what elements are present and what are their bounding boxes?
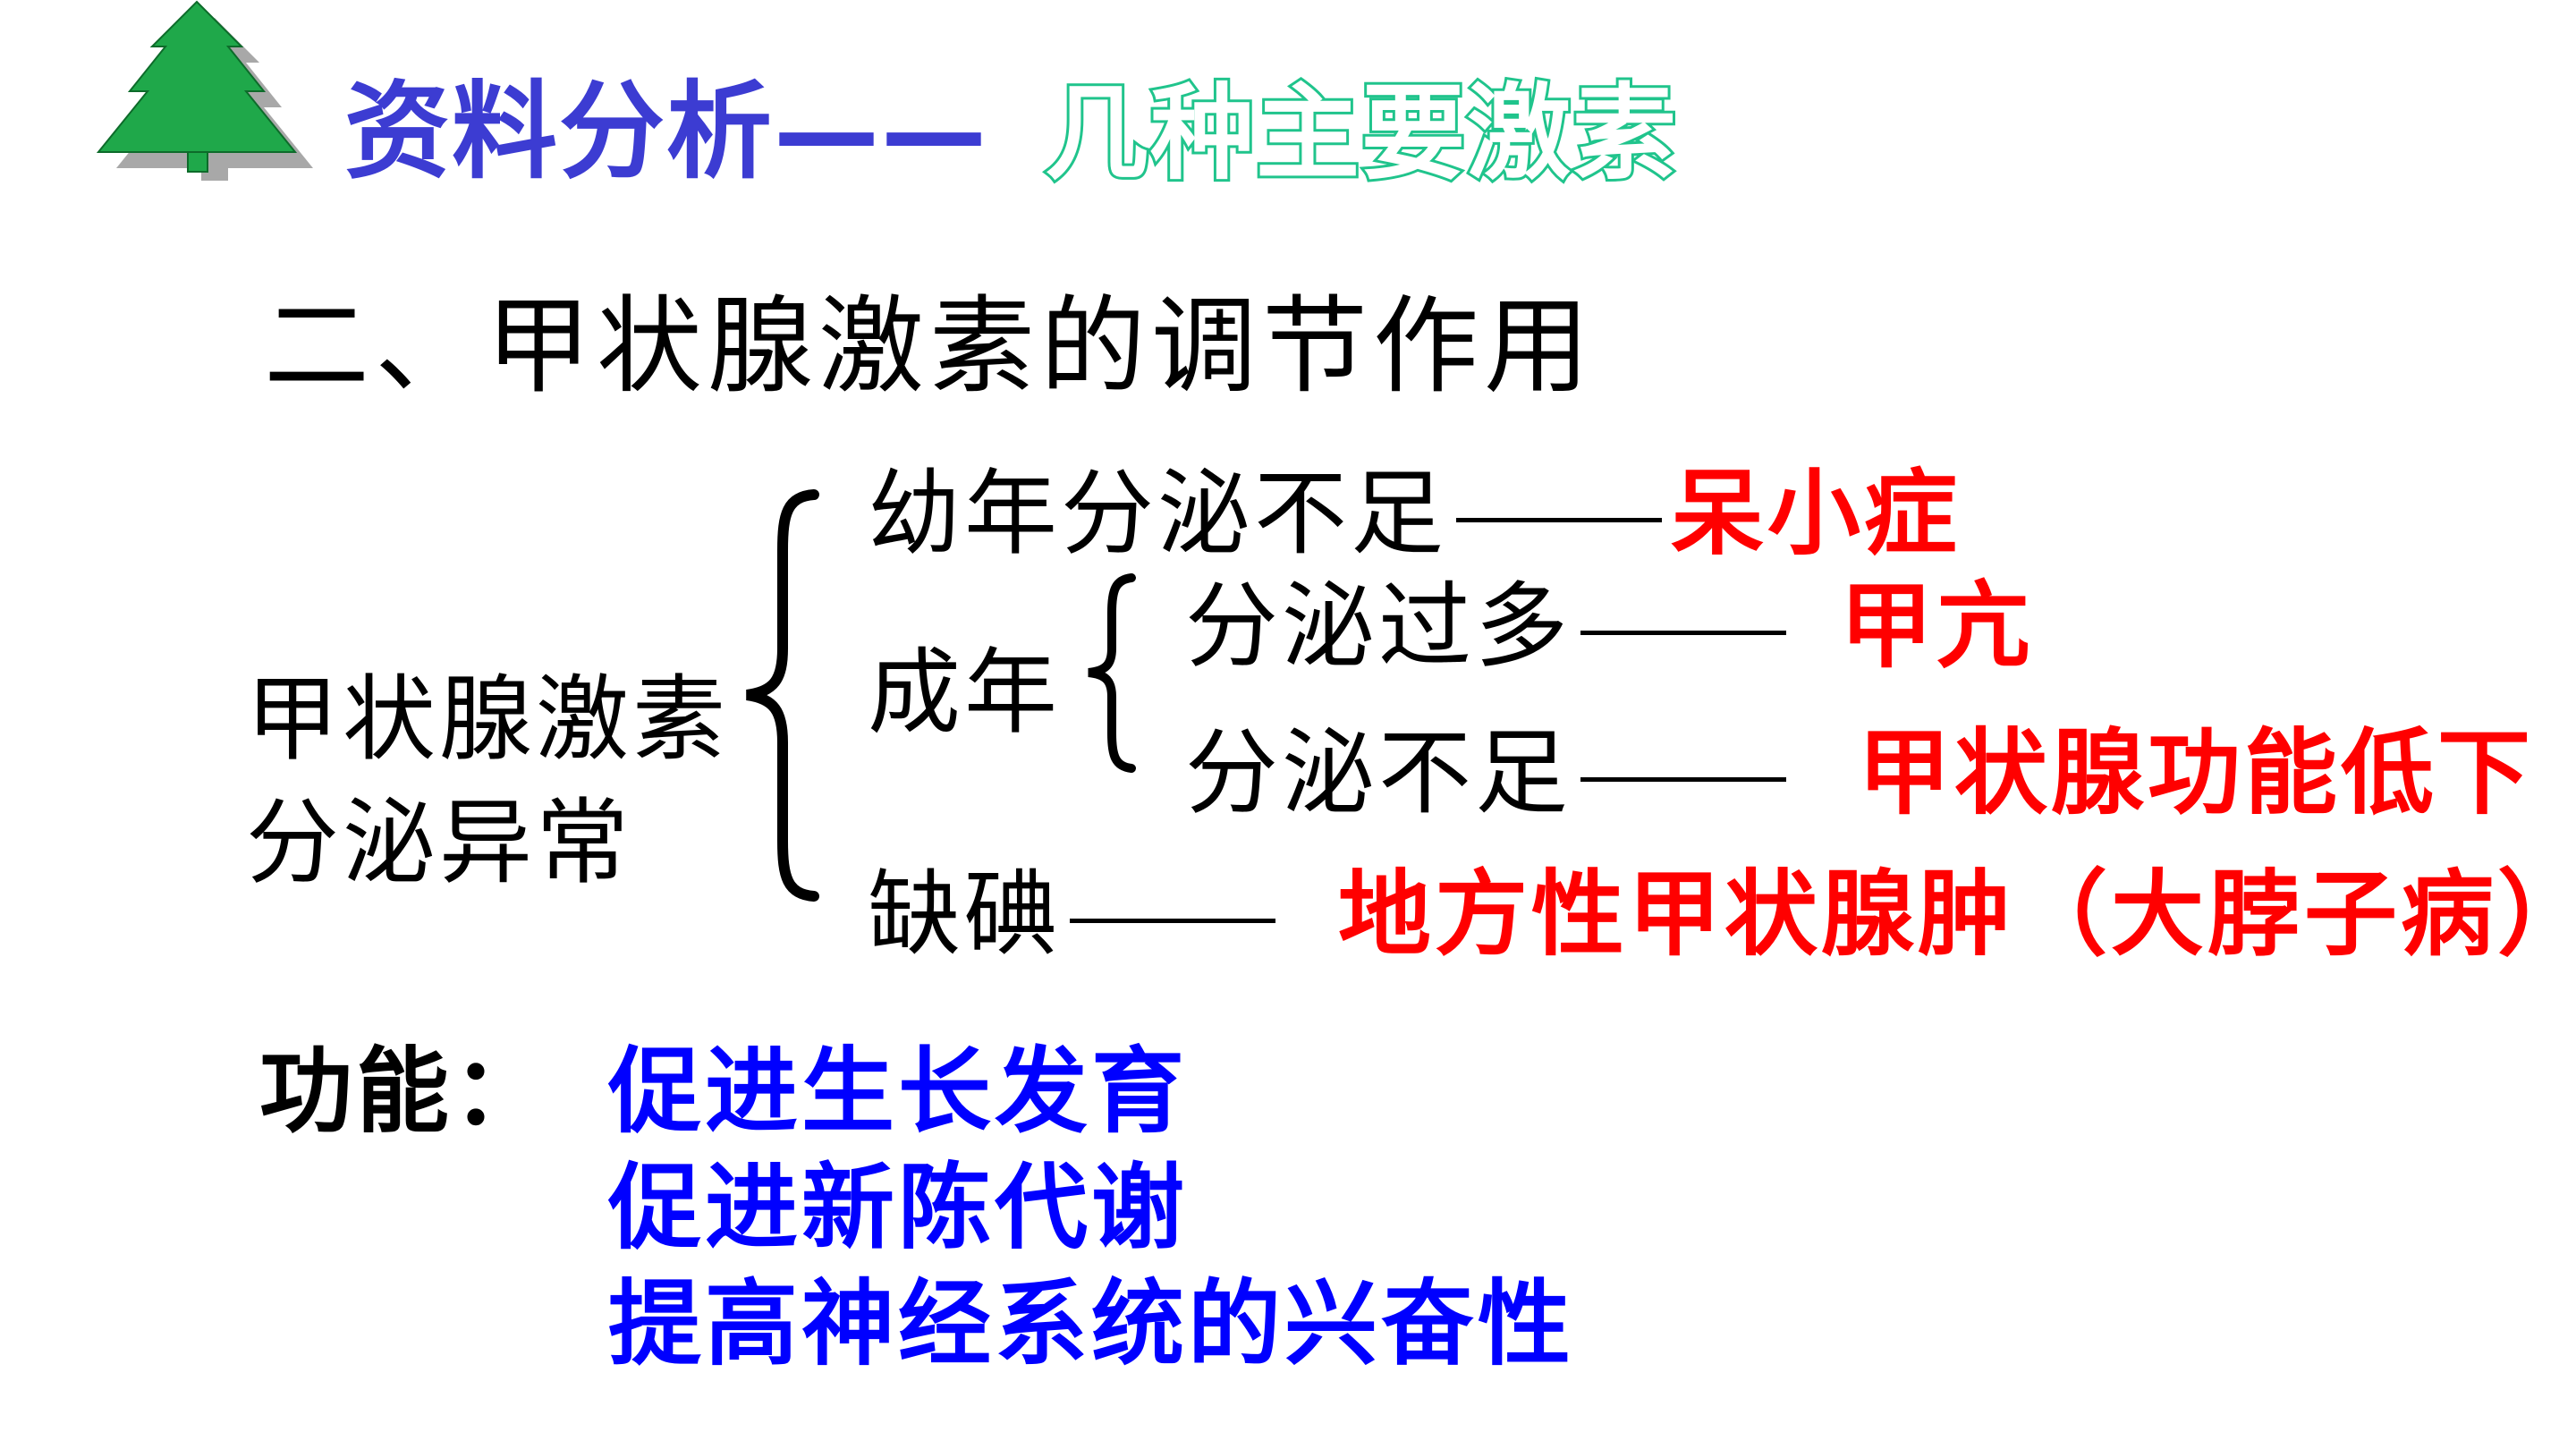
- disease-adult-excess: 甲亢: [1840, 572, 2034, 681]
- root-label-line2: 分泌异常: [246, 788, 633, 897]
- root-label-line1: 甲状腺激素: [246, 665, 730, 774]
- dash-separator: [1456, 518, 1663, 523]
- function-item: 促进生长发育: [608, 1037, 1189, 1146]
- section-title: 二、甲状腺激素的调节作用: [264, 284, 1596, 408]
- disease-child: 呆小症: [1671, 459, 1962, 568]
- disease-iodine: 地方性甲状腺肿（大脖子病）: [1338, 860, 2576, 969]
- function-label: 功能：: [259, 1037, 550, 1146]
- branch-child-row: 幼年分泌不足呆小症: [868, 467, 1961, 560]
- adult-deficit-label: 分泌不足: [1185, 718, 1572, 827]
- pine-tree-icon: [96, 0, 313, 181]
- large-brace-icon: [746, 489, 819, 902]
- function-item: 促进新陈代谢: [608, 1153, 1189, 1262]
- function-item: 提高神经系统的兴奋性: [608, 1269, 1575, 1378]
- adult-excess-label: 分泌过多: [1185, 572, 1572, 681]
- branch-iodine-row: 缺碘地方性甲状腺肿（大脖子病）: [868, 868, 2576, 961]
- disease-adult-deficit: 甲状腺功能低下: [1858, 718, 2535, 827]
- header-title-sub: 几种主要激素: [1042, 73, 1679, 194]
- branch-child-label: 幼年分泌不足: [868, 459, 1448, 568]
- dash-separator: [1580, 777, 1787, 783]
- header-title-main: 资料分析——: [344, 70, 989, 193]
- adult-excess-row: 分泌过多甲亢: [1185, 580, 2033, 673]
- small-brace-icon: [1088, 573, 1136, 773]
- branch-iodine-label: 缺碘: [868, 860, 1062, 969]
- dash-separator: [1070, 919, 1276, 924]
- adult-deficit-row: 分泌不足甲状腺功能低下: [1185, 726, 2534, 819]
- branch-adult-label: 成年: [868, 638, 1062, 747]
- dash-separator: [1580, 631, 1787, 636]
